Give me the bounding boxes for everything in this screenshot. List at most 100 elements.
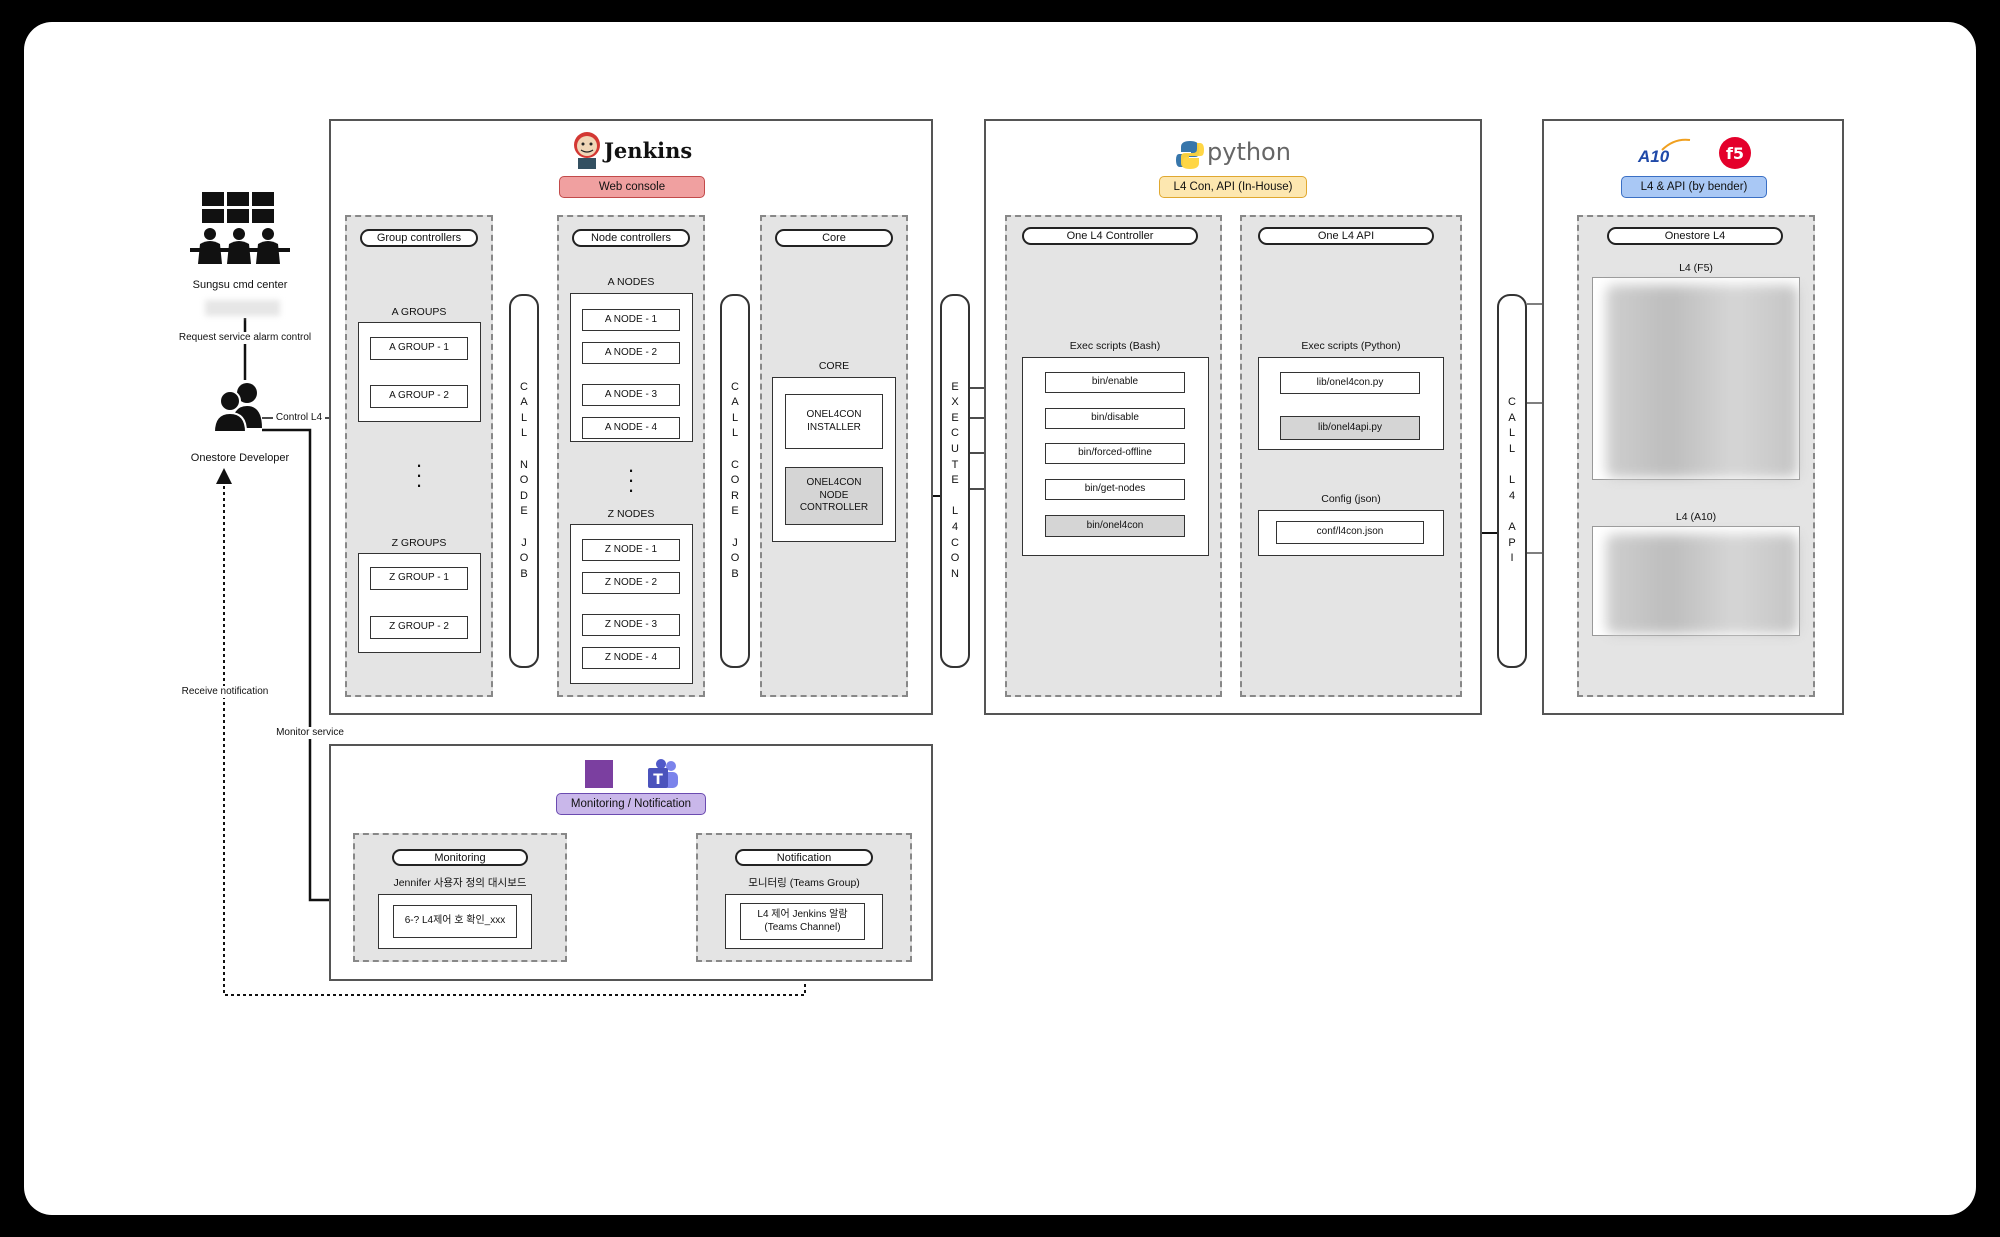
lib-onel4api-py[interactable]: lib/onel4api.py <box>1280 416 1420 440</box>
bar-letter: B <box>520 567 528 580</box>
bar-letter: E <box>951 411 959 424</box>
bar-letter: C <box>520 380 528 393</box>
bar-letter: T <box>951 458 959 471</box>
bar-letter: N <box>520 458 528 471</box>
core-title: CORE <box>818 360 850 372</box>
bar-letter <box>733 442 736 458</box>
bar-letter: C <box>951 427 959 440</box>
bar-letter: C <box>951 536 959 549</box>
a-node-2[interactable]: A NODE - 2 <box>582 342 680 364</box>
onestore-l4-header: Onestore L4 <box>1607 227 1783 245</box>
lib-onel4con-py[interactable]: lib/onel4con.py <box>1280 372 1420 394</box>
request-label: Request service alarm control <box>165 332 325 344</box>
bar-letter: L <box>731 427 739 440</box>
notification-header: Notification <box>735 849 873 866</box>
z-nodes-title: Z NODES <box>607 508 655 520</box>
a-group-2[interactable]: A GROUP - 2 <box>370 385 468 408</box>
a10-swoosh-icon <box>1661 138 1691 151</box>
bar-letter: X <box>951 396 959 409</box>
bar-letter: J <box>732 536 738 549</box>
monitoring-badge: Monitoring / Notification <box>556 793 706 815</box>
bar-letter: E <box>951 474 959 487</box>
bar-letter: E <box>731 505 739 518</box>
bar-letter: B <box>731 567 739 580</box>
core-header: Core <box>775 229 893 247</box>
developer-icon <box>212 383 262 432</box>
a-group-1[interactable]: A GROUP - 1 <box>370 337 468 360</box>
l4-f5-blurred-content <box>1606 285 1798 478</box>
bar-letter: C <box>731 380 739 393</box>
bin-forced-offline[interactable]: bin/forced-offline <box>1045 443 1185 464</box>
z-node-1[interactable]: Z NODE - 1 <box>582 539 680 561</box>
group-controllers-header: Group controllers <box>360 229 478 247</box>
a-node-4[interactable]: A NODE - 4 <box>582 417 680 439</box>
bar-letter: L <box>520 411 528 424</box>
teams-logo-icon: T <box>648 759 678 788</box>
monitor-service-label: Monitor service <box>272 727 348 739</box>
bar-letter: L <box>1508 442 1516 455</box>
monitoring-header: Monitoring <box>392 849 528 866</box>
one-l4-api-column <box>1240 215 1462 697</box>
bar-letter: C <box>1508 396 1516 409</box>
web-console-badge: Web console <box>559 176 705 198</box>
bar-letter: L <box>520 427 528 440</box>
bar-letter: A <box>1508 411 1516 424</box>
f5-logo-icon: f5 <box>1719 137 1751 169</box>
control-l4-label: Control L4 <box>273 412 325 424</box>
bar-letter: U <box>951 442 959 455</box>
z-group-2[interactable]: Z GROUP - 2 <box>370 616 468 639</box>
conf-l4con-json[interactable]: conf/l4con.json <box>1276 521 1424 544</box>
bar-letter: O <box>519 552 529 565</box>
python-logo-icon <box>1176 141 1204 169</box>
bar-letter: E <box>520 505 528 518</box>
bar-letter <box>522 442 525 458</box>
z-node-4[interactable]: Z NODE - 4 <box>582 647 680 669</box>
a10-logo: A10 <box>1638 147 1670 166</box>
onel4con-node-controller[interactable]: ONEL4CON NODE CONTROLLER <box>785 467 883 525</box>
teams-channel-item[interactable]: L4 제어 Jenkins 알람 (Teams Channel) <box>740 903 865 940</box>
bash-scripts-title: Exec scripts (Bash) <box>1069 340 1161 352</box>
bin-enable[interactable]: bin/enable <box>1045 372 1185 393</box>
onel4con-installer[interactable]: ONEL4CON INSTALLER <box>785 394 883 449</box>
command-center-icon <box>190 192 290 264</box>
python-badge: L4 Con, API (In-House) <box>1159 176 1307 198</box>
bar-letter: L <box>1508 427 1516 440</box>
bar-letter: D <box>520 489 528 502</box>
cmd-center-label: Sungsu cmd center <box>192 279 288 291</box>
a-groups-title: A GROUPS <box>391 306 447 318</box>
l4-f5-title: L4 (F5) <box>1679 262 1713 274</box>
one-l4-api-header: One L4 API <box>1258 227 1434 245</box>
bar-letter: N <box>951 567 959 580</box>
bar-letter: A <box>731 396 739 409</box>
a-node-3[interactable]: A NODE - 3 <box>582 384 680 406</box>
bar-letter: L <box>731 411 739 424</box>
a-node-1[interactable]: A NODE - 1 <box>582 309 680 331</box>
svg-text:f5: f5 <box>1726 144 1744 163</box>
bar-letter: E <box>951 380 959 393</box>
jennifer-dashboard-item[interactable]: 6-? L4제어 호 확인_xxx <box>393 905 517 938</box>
z-groups-title: Z GROUPS <box>391 537 447 549</box>
bar-letter: I <box>1510 552 1514 565</box>
ellipsis-nodes: ··· <box>627 457 635 502</box>
bar-letter: O <box>730 552 740 565</box>
z-node-3[interactable]: Z NODE - 3 <box>582 614 680 636</box>
bar-letter <box>733 520 736 536</box>
bar-letter <box>1510 458 1513 474</box>
z-node-2[interactable]: Z NODE - 2 <box>582 572 680 594</box>
l4-a10-title: L4 (A10) <box>1675 511 1717 523</box>
node-controllers-header: Node controllers <box>572 229 690 247</box>
bin-onel4con[interactable]: bin/onel4con <box>1045 515 1185 537</box>
blurred-text <box>205 300 280 316</box>
z-group-1[interactable]: Z GROUP - 1 <box>370 567 468 590</box>
bar-letter: A <box>520 396 528 409</box>
bin-get-nodes[interactable]: bin/get-nodes <box>1045 479 1185 500</box>
receive-notification-label: Receive notification <box>175 686 275 698</box>
l4-a10-blurred-content <box>1606 534 1798 634</box>
jenkins-logo-icon <box>574 132 600 169</box>
bin-disable[interactable]: bin/disable <box>1045 408 1185 429</box>
bar-letter: L <box>1508 474 1516 487</box>
one-l4-controller-header: One L4 Controller <box>1022 227 1198 245</box>
